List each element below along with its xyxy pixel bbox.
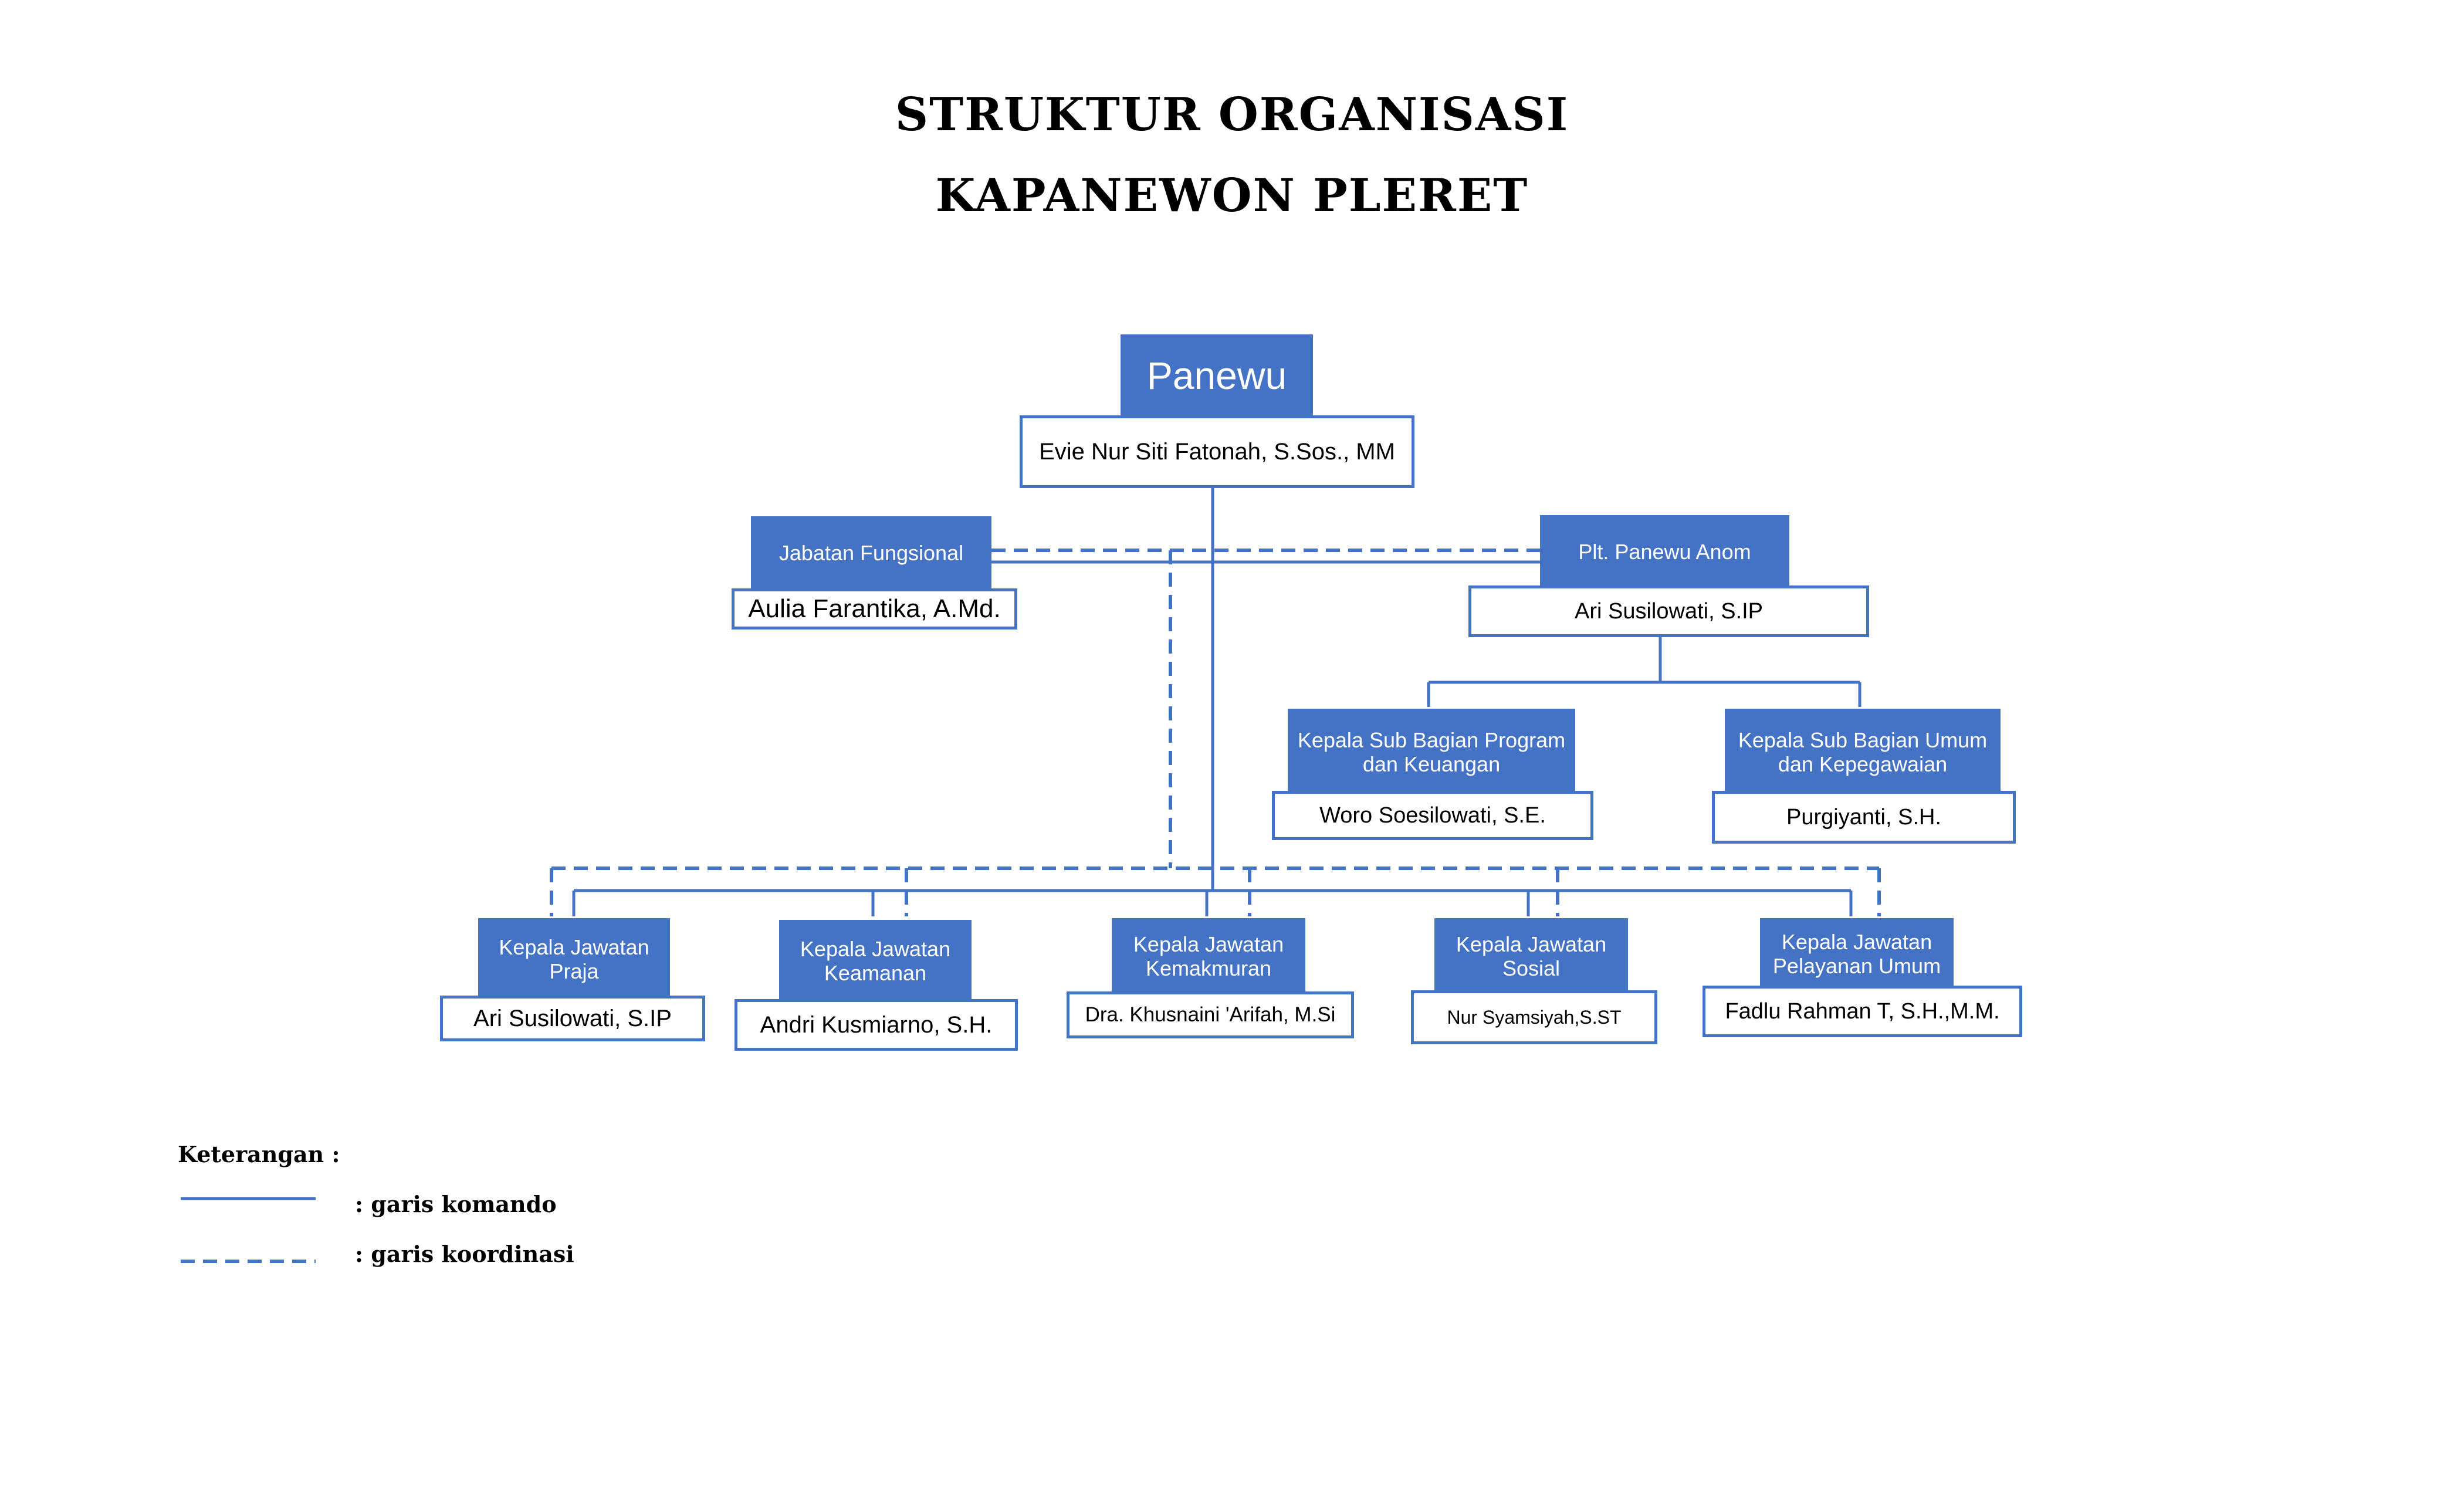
fungsional-name: Aulia Farantika, A.Md. (732, 588, 1017, 629)
jawatan-praja-name: Ari Susilowati, S.IP (440, 996, 705, 1041)
subbagian-program-header: Kepala Sub Bagian Program dan Keuangan (1288, 709, 1575, 796)
fungsional-header: Jabatan Fungsional (751, 516, 991, 590)
jawatan-sosial-header: Kepala Jawatan Sosial (1434, 918, 1628, 994)
jawatan-kemakmuran-name: Dra. Khusnaini 'Arifah, M.Si (1067, 991, 1354, 1038)
jawatan-pelayanan-header: Kepala Jawatan Pelayanan Umum (1760, 918, 1954, 990)
jawatan-praja-header: Kepala Jawatan Praja (478, 918, 670, 1000)
jawatan-keamanan-header: Kepala Jawatan Keamanan (779, 920, 972, 1002)
title-line-2: KAPANEWON PLERET (935, 169, 1529, 222)
jawatan-pelayanan-name: Fadlu Rahman T, S.H.,M.M. (1703, 986, 2022, 1037)
legend-komando: : garis komando (355, 1191, 557, 1217)
panewu-name: Evie Nur Siti Fatonah, S.Sos., MM (1020, 415, 1414, 488)
legend-koordinasi: : garis koordinasi (355, 1241, 574, 1267)
jawatan-kemakmuran-header: Kepala Jawatan Kemakmuran (1112, 918, 1305, 994)
panewu-header: Panewu (1121, 334, 1313, 418)
jawatan-keamanan-name: Andri Kusmiarno, S.H. (735, 999, 1018, 1051)
subbagian-umum-header: Kepala Sub Bagian Umum dan Kepegawaian (1725, 709, 2001, 796)
subbagian-program-name: Woro Soesilowati, S.E. (1272, 791, 1593, 840)
legend-title: Keterangan : (178, 1141, 340, 1167)
jawatan-sosial-name: Nur Syamsiyah,S.ST (1411, 990, 1657, 1044)
title-line-1: STRUKTUR ORGANISASI (895, 88, 1569, 141)
anom-header: Plt. Panewu Anom (1540, 515, 1789, 588)
subbagian-umum-name: Purgiyanti, S.H. (1712, 791, 2016, 844)
anom-name: Ari Susilowati, S.IP (1468, 585, 1869, 637)
